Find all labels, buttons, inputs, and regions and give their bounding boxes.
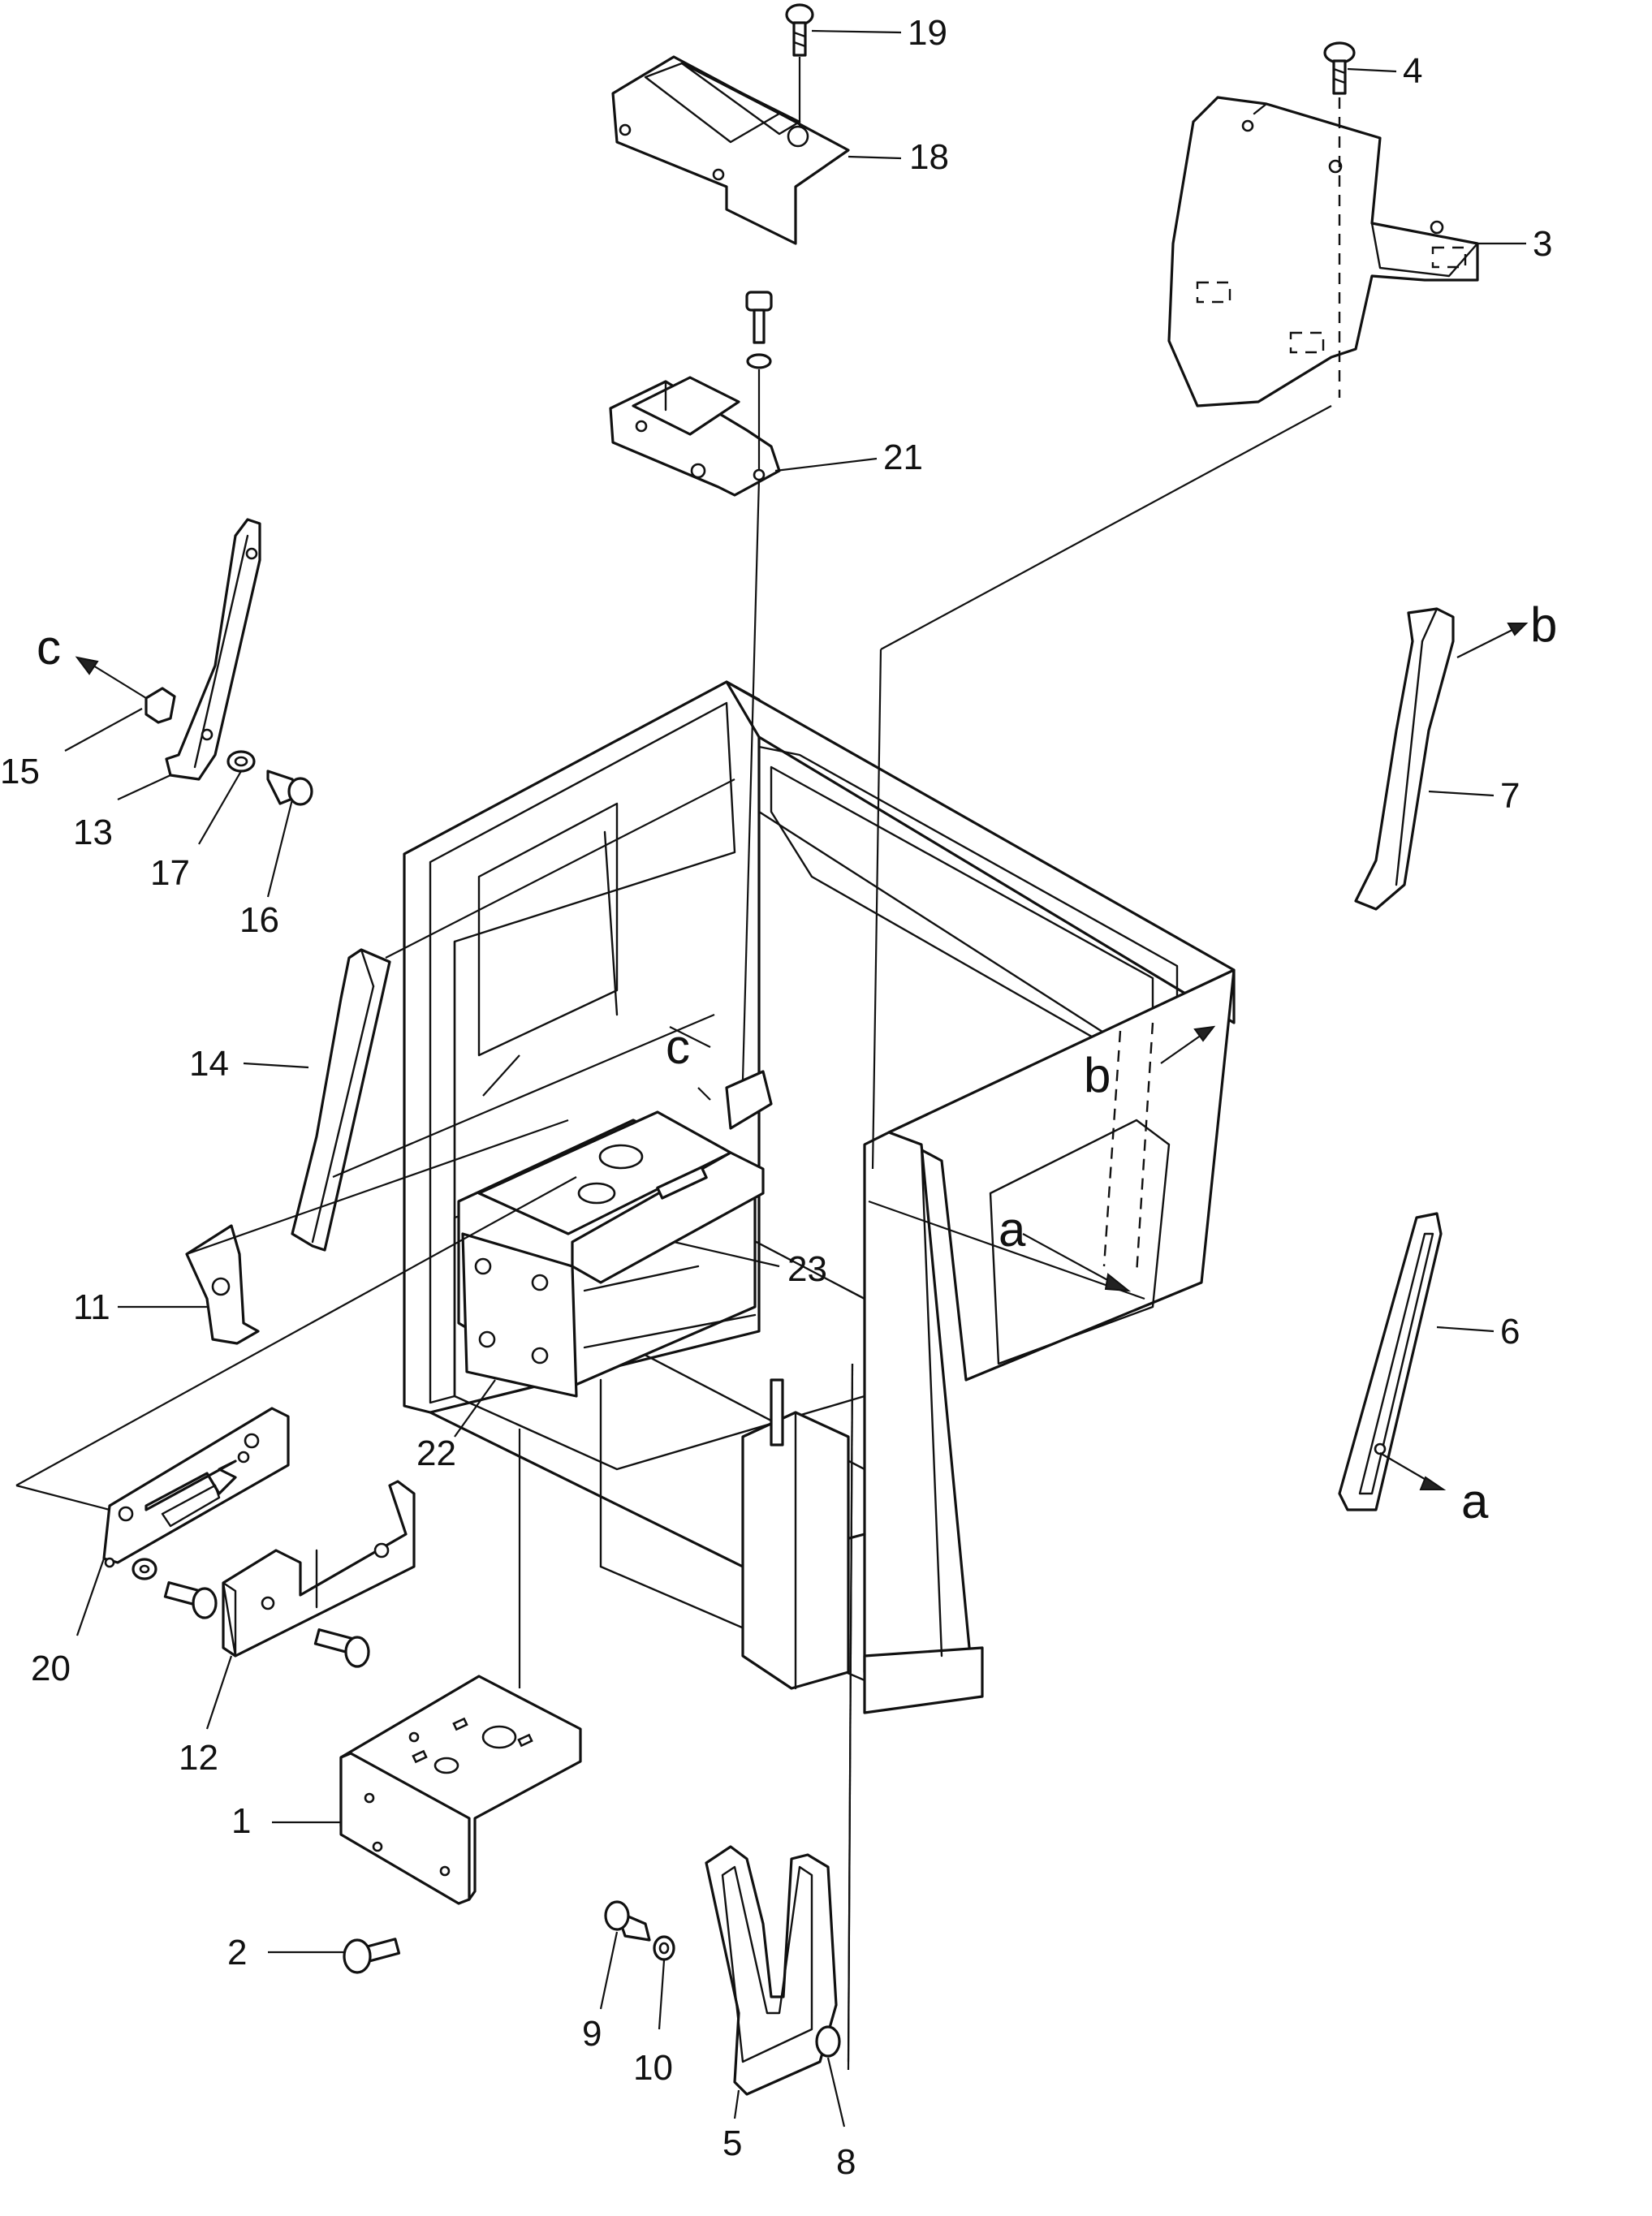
callout-3: 3	[1533, 224, 1552, 264]
callout-1: 1	[231, 1801, 251, 1841]
ref-letter-b-right: b	[1530, 597, 1557, 652]
callout-5: 5	[722, 2123, 742, 2163]
ref-letter-b-inner: b	[1084, 1048, 1111, 1102]
callout-12: 12	[179, 1738, 218, 1778]
callout-6: 6	[1500, 1312, 1520, 1352]
callout-9: 9	[582, 2014, 602, 2054]
callout-17: 17	[150, 853, 190, 893]
center-console	[457, 1070, 773, 1398]
part-8-cap	[815, 2025, 841, 2058]
ref-letter-c-left: c	[37, 620, 61, 675]
part-1-plate	[339, 1675, 582, 1905]
part-9-screw	[604, 1900, 651, 1942]
part-17-washer	[226, 750, 256, 773]
part-14-trim	[291, 948, 391, 1252]
ref-letter-a-inner: a	[999, 1202, 1026, 1257]
part-10-washer	[653, 1935, 675, 1961]
callout-11: 11	[73, 1287, 110, 1327]
ref-letter-a-right: a	[1461, 1474, 1489, 1528]
reference-arrows	[75, 623, 1529, 1490]
part-18-bracket	[611, 55, 850, 245]
callout-18: 18	[909, 137, 949, 177]
part-12-bracket	[222, 1480, 416, 1658]
bolt-2	[343, 1938, 401, 1974]
callout-16: 16	[239, 900, 279, 940]
callout-20: 20	[31, 1649, 71, 1688]
reference-letter-labels: c c b b a a	[37, 597, 1557, 1528]
part-16-screw	[266, 770, 313, 806]
washer-20a	[132, 1558, 157, 1580]
callout-7: 7	[1500, 776, 1520, 816]
callout-10: 10	[633, 2048, 673, 2088]
callout-15: 15	[0, 752, 40, 791]
callout-19: 19	[908, 13, 947, 53]
part-5-seal	[705, 1845, 838, 2096]
bolt-20a	[163, 1581, 218, 1619]
callout-2: 2	[227, 1933, 247, 1972]
part-7-trim	[1354, 607, 1455, 911]
callout-13: 13	[73, 813, 113, 852]
part-3-cover	[1167, 96, 1479, 407]
callout-4: 4	[1403, 51, 1422, 91]
ref-letter-c-inner: c	[666, 1020, 690, 1074]
bolt-12a	[313, 1628, 370, 1668]
bolt-4	[1323, 41, 1356, 398]
callout-21: 21	[883, 438, 923, 477]
callout-leaders	[64, 29, 1526, 2128]
part-13-trim	[165, 518, 261, 781]
callout-labels: 1 2 3 4 5 6 7 8 9 10 11 12 13 14 15 16 1…	[0, 13, 1552, 2182]
part-6-seal	[1338, 1212, 1443, 1511]
callout-8: 8	[836, 2142, 856, 2182]
assembly-lines	[15, 405, 1332, 2071]
bolt-19	[785, 3, 814, 126]
callout-14: 14	[189, 1044, 229, 1084]
part-15-cap	[144, 687, 176, 724]
callout-22: 22	[416, 1434, 456, 1473]
part-20-plate	[102, 1407, 290, 1568]
part-21-bracket	[609, 291, 781, 1080]
callout-23: 23	[787, 1249, 827, 1289]
part-11-bracket	[185, 1224, 260, 1345]
